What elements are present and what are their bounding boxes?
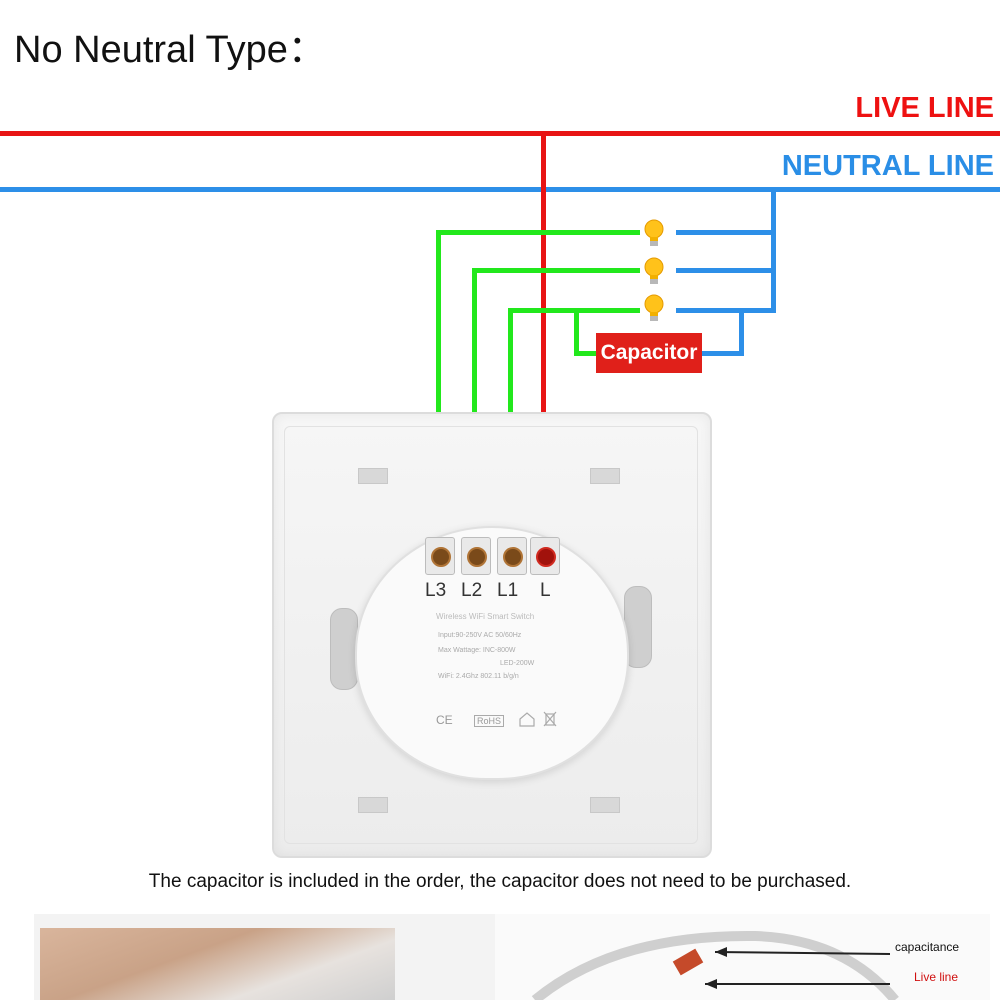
page-title: No Neutral Type： bbox=[14, 29, 326, 71]
light-bulb-icon bbox=[644, 219, 664, 246]
terminal-l1 bbox=[497, 537, 527, 575]
mounting-slot bbox=[590, 468, 620, 484]
terminal-l3 bbox=[425, 537, 455, 575]
module-closeup-drawing bbox=[531, 930, 899, 1000]
rohs-mark: RoHS bbox=[474, 715, 505, 727]
module-spec-wattage: Max Wattage: INC-800W bbox=[438, 647, 516, 654]
neutral-line-wire bbox=[0, 187, 1000, 192]
live-drop-wire bbox=[541, 133, 546, 553]
terminal-l2 bbox=[461, 537, 491, 575]
light-bulb-icon bbox=[644, 257, 664, 284]
mounting-slot bbox=[358, 797, 388, 813]
module-spec-title: Wireless WiFi Smart Switch bbox=[436, 612, 535, 621]
load-wire-l3-v bbox=[436, 230, 441, 553]
installation-photo-left bbox=[40, 928, 395, 1000]
capacitor-neutral-wire-h bbox=[702, 351, 744, 356]
terminal-label-l3: L3 bbox=[425, 580, 447, 601]
capacitor-neutral-wire-v bbox=[739, 310, 744, 356]
capacitance-label: capacitance bbox=[895, 940, 960, 954]
neutral-branch-2 bbox=[676, 268, 776, 273]
terminal-label-l2: L2 bbox=[461, 580, 483, 601]
ce-mark: CE bbox=[436, 713, 453, 727]
capacitor-load-wire-h bbox=[574, 351, 598, 356]
home-icon bbox=[519, 712, 535, 727]
mounting-slot bbox=[590, 797, 620, 813]
live-line-photo-label: Live line bbox=[914, 970, 959, 984]
live-line-label: LIVE LINE bbox=[855, 92, 994, 124]
load-wire-l3-h bbox=[436, 230, 640, 235]
capacitor-load-wire-v bbox=[574, 308, 579, 356]
terminal-label-l1: L1 bbox=[497, 580, 519, 601]
load-wire-l2-h bbox=[472, 268, 640, 273]
neutral-branch-1 bbox=[676, 230, 776, 235]
module-spec-input: Input:90-250V AC 50/60Hz bbox=[438, 632, 522, 639]
terminal-l bbox=[530, 537, 560, 575]
capacitor-box: Capacitor bbox=[596, 333, 702, 373]
neutral-bus-wire bbox=[771, 189, 776, 313]
module-spec-wifi: WiFi: 2.4Ghz 802.11 b/g/n bbox=[438, 673, 519, 680]
load-wire-l2-v bbox=[472, 268, 477, 553]
module-spec-led: LED-200W bbox=[500, 660, 535, 667]
mounting-slot bbox=[358, 468, 388, 484]
screw-slot-left bbox=[330, 608, 358, 690]
panel-inner-frame bbox=[284, 426, 698, 844]
capacitor-caption: The capacitor is included in the order, … bbox=[148, 871, 852, 892]
installation-photo-right bbox=[495, 914, 990, 1000]
neutral-branch-3 bbox=[676, 308, 776, 313]
switch-module bbox=[355, 526, 629, 780]
light-bulb-icon bbox=[644, 294, 664, 321]
neutral-line-label: NEUTRAL LINE bbox=[781, 150, 994, 182]
recycle-bin-icon bbox=[543, 711, 557, 727]
terminal-label-l: L bbox=[540, 580, 551, 601]
live-line-wire bbox=[0, 131, 1000, 136]
